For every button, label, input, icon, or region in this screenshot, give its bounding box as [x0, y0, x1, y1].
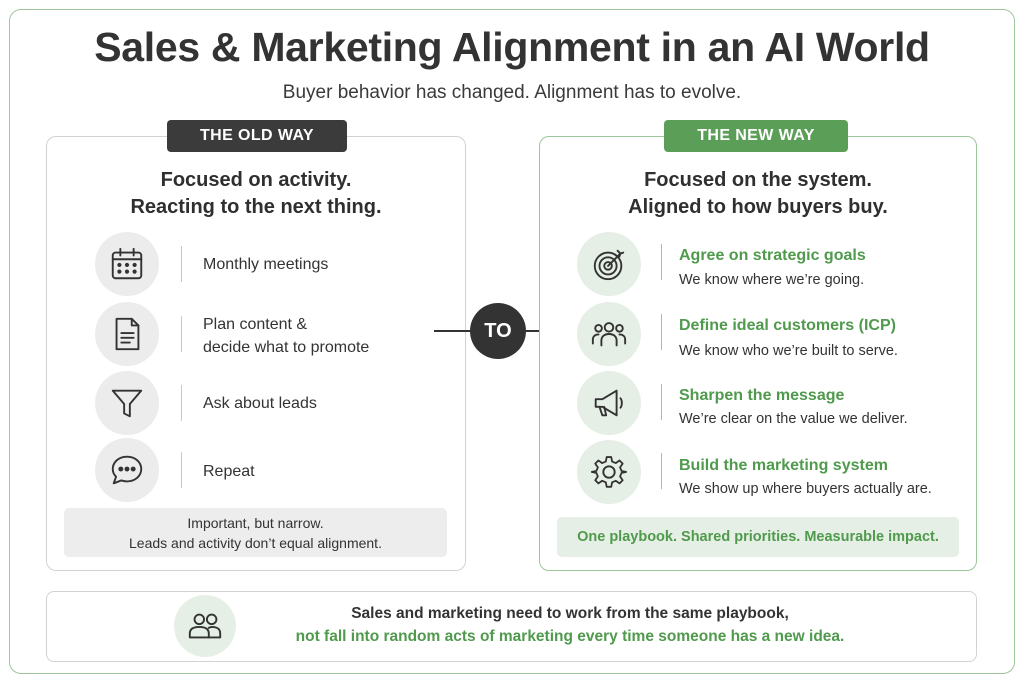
to-connector-badge: TO	[470, 303, 526, 359]
document-icon	[95, 302, 159, 366]
old-item-label: Ask about leads	[203, 392, 317, 415]
old-way-note: Important, but narrow. Leads and activit…	[64, 508, 447, 557]
old-way-heading-line2: Reacting to the next thing.	[130, 196, 382, 218]
new-item-3-desc: We’re clear on the value we deliver.	[679, 411, 908, 427]
chat-bubble-icon	[95, 438, 159, 502]
new-item-divider	[661, 244, 662, 280]
new-item-3-title: Sharpen the message	[679, 387, 845, 404]
old-item-divider	[181, 385, 182, 421]
new-way-badge: THE NEW WAY	[664, 120, 848, 152]
people-group-icon	[577, 302, 641, 366]
new-item-divider	[661, 453, 662, 489]
old-item-divider	[181, 452, 182, 488]
old-item-label: Repeat	[203, 460, 255, 483]
old-item-label: Plan content & decide what to promote	[203, 313, 369, 359]
new-item-1-desc: We know where we’re going.	[679, 272, 865, 288]
old-item-4-text: Repeat	[203, 463, 255, 480]
megaphone-icon	[577, 371, 641, 435]
old-way-badge: THE OLD WAY	[167, 120, 347, 152]
connector-line-left	[434, 330, 472, 332]
old-way-heading-line1: Focused on activity.	[160, 169, 352, 191]
old-way-note-line2: Leads and activity don’t equal alignment…	[129, 535, 382, 551]
old-item-label: Monthly meetings	[203, 253, 328, 276]
bottom-message-line2: not fall into random acts of marketing e…	[295, 628, 845, 645]
new-way-heading-line2: Aligned to how buyers buy.	[628, 196, 888, 218]
new-item-2-desc: We know who we’re built to serve.	[679, 343, 898, 359]
old-item-3-text: Ask about leads	[203, 395, 317, 412]
new-item-1-title: Agree on strategic goals	[679, 247, 866, 264]
new-item-divider	[661, 384, 662, 420]
new-item-4-desc: We show up where buyers actually are.	[679, 481, 932, 497]
new-way-heading: Focused on the system. Aligned to how bu…	[539, 167, 977, 221]
target-icon	[577, 232, 641, 296]
bottom-message-line1: Sales and marketing need to work from th…	[351, 605, 789, 622]
funnel-icon	[95, 371, 159, 435]
page-title: Sales & Marketing Alignment in an AI Wor…	[94, 24, 930, 70]
gear-icon	[577, 440, 641, 504]
old-item-2-text-line2: decide what to promote	[203, 339, 370, 356]
old-way-heading: Focused on activity. Reacting to the nex…	[46, 167, 466, 221]
old-way-note-line1: Important, but narrow.	[187, 515, 324, 531]
old-item-2-text-line1: Plan content &	[203, 316, 308, 333]
new-item-divider	[661, 314, 662, 350]
two-people-icon	[174, 595, 236, 657]
new-way-heading-line1: Focused on the system.	[644, 169, 872, 191]
new-item-2-title: Define ideal customers (ICP)	[679, 317, 896, 334]
old-item-divider	[181, 246, 182, 282]
new-way-note: One playbook. Shared priorities. Measura…	[557, 517, 959, 557]
old-item-divider	[181, 316, 182, 352]
new-item-4-title: Build the marketing system	[679, 457, 888, 474]
old-item-1-text: Monthly meetings	[203, 256, 329, 273]
page-subtitle: Buyer behavior has changed. Alignment ha…	[282, 82, 742, 103]
calendar-icon	[95, 232, 159, 296]
